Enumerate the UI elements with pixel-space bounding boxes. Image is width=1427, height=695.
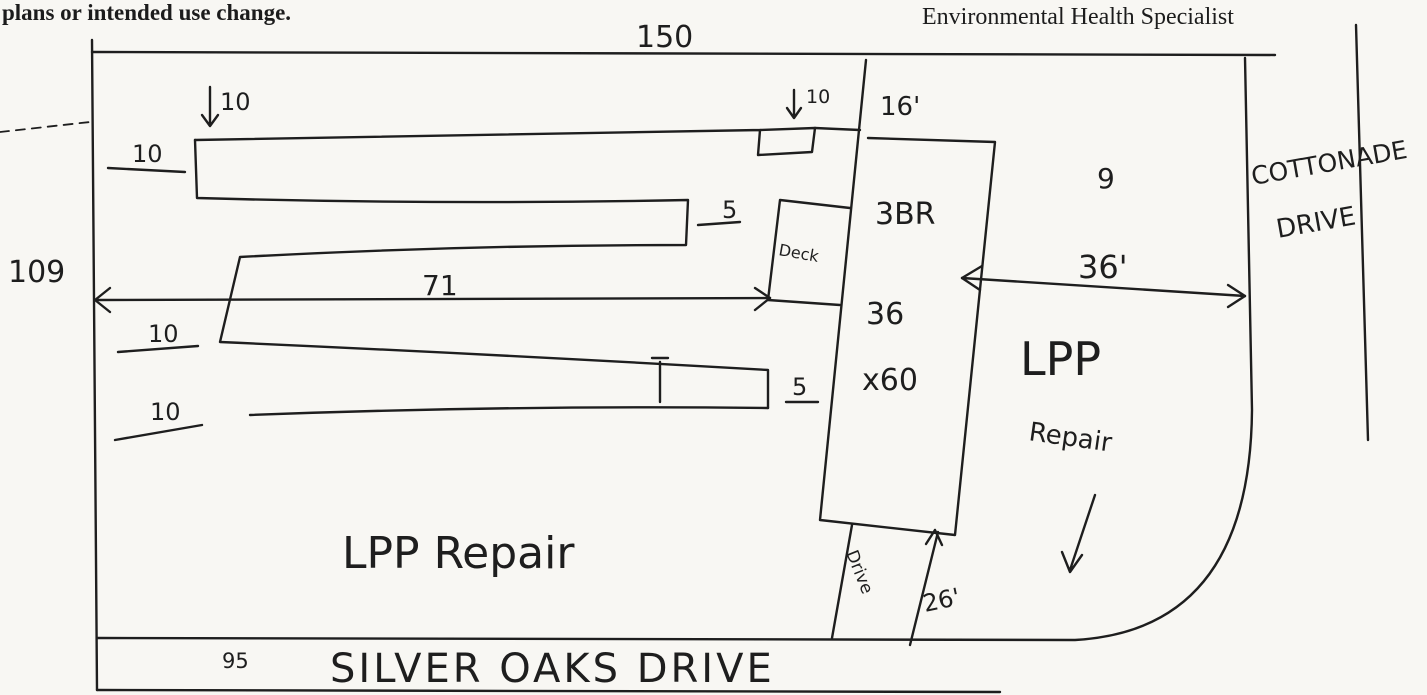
- dim-width-71: 71: [422, 269, 458, 302]
- header-note: plans or intended use change.: [2, 0, 292, 25]
- dim-line-right-1: 5: [722, 196, 737, 224]
- house-size-line2: x60: [862, 363, 918, 398]
- dim-line-left-2: 10: [148, 320, 179, 348]
- dim-side-mark: 9: [1097, 162, 1115, 195]
- road-right-label-2: DRIVE: [1274, 201, 1358, 244]
- lpp-repair-right-label-2: Repair: [1027, 417, 1114, 458]
- dim-arrow-top-left: 10: [220, 88, 251, 116]
- dim-lot-top: 150: [636, 20, 693, 55]
- dimension-arrows: [93, 85, 1247, 574]
- dim-line-left-1: 10: [132, 140, 163, 168]
- lot-boundary: [0, 23, 1370, 694]
- dim-house-top: 16': [880, 92, 920, 122]
- lpp-repair-right-label-1: LPP: [1020, 332, 1101, 386]
- dimension-underlines: [106, 166, 820, 442]
- house-bedrooms: 3BR: [875, 197, 936, 232]
- dim-line-right-2: 5: [792, 373, 807, 401]
- deck-outline: [766, 198, 852, 307]
- road-right-label-1: COTTONADE: [1249, 135, 1409, 191]
- header-title: Environmental Health Specialist: [922, 4, 1234, 30]
- deck-label: Deck: [777, 240, 821, 266]
- lpp-repair-bottom-label: LPP Repair: [342, 528, 575, 579]
- driveway-lines: [830, 523, 944, 647]
- dim-line-left-3: 10: [150, 398, 181, 426]
- dim-lot-left: 109: [8, 255, 65, 290]
- house-size-line1: 36: [866, 297, 904, 332]
- drive-label: Drive: [841, 547, 877, 597]
- dim-lot-bottom: 95: [222, 649, 249, 673]
- road-bottom-label: SILVER OAKS DRIVE: [330, 646, 775, 692]
- drainfield-trenches: [193, 126, 862, 417]
- dim-arrow-top-right: 10: [806, 86, 830, 108]
- dim-house-right: 36': [1078, 248, 1128, 286]
- house-outline: [818, 58, 997, 537]
- dim-drive-length: 26': [920, 583, 962, 618]
